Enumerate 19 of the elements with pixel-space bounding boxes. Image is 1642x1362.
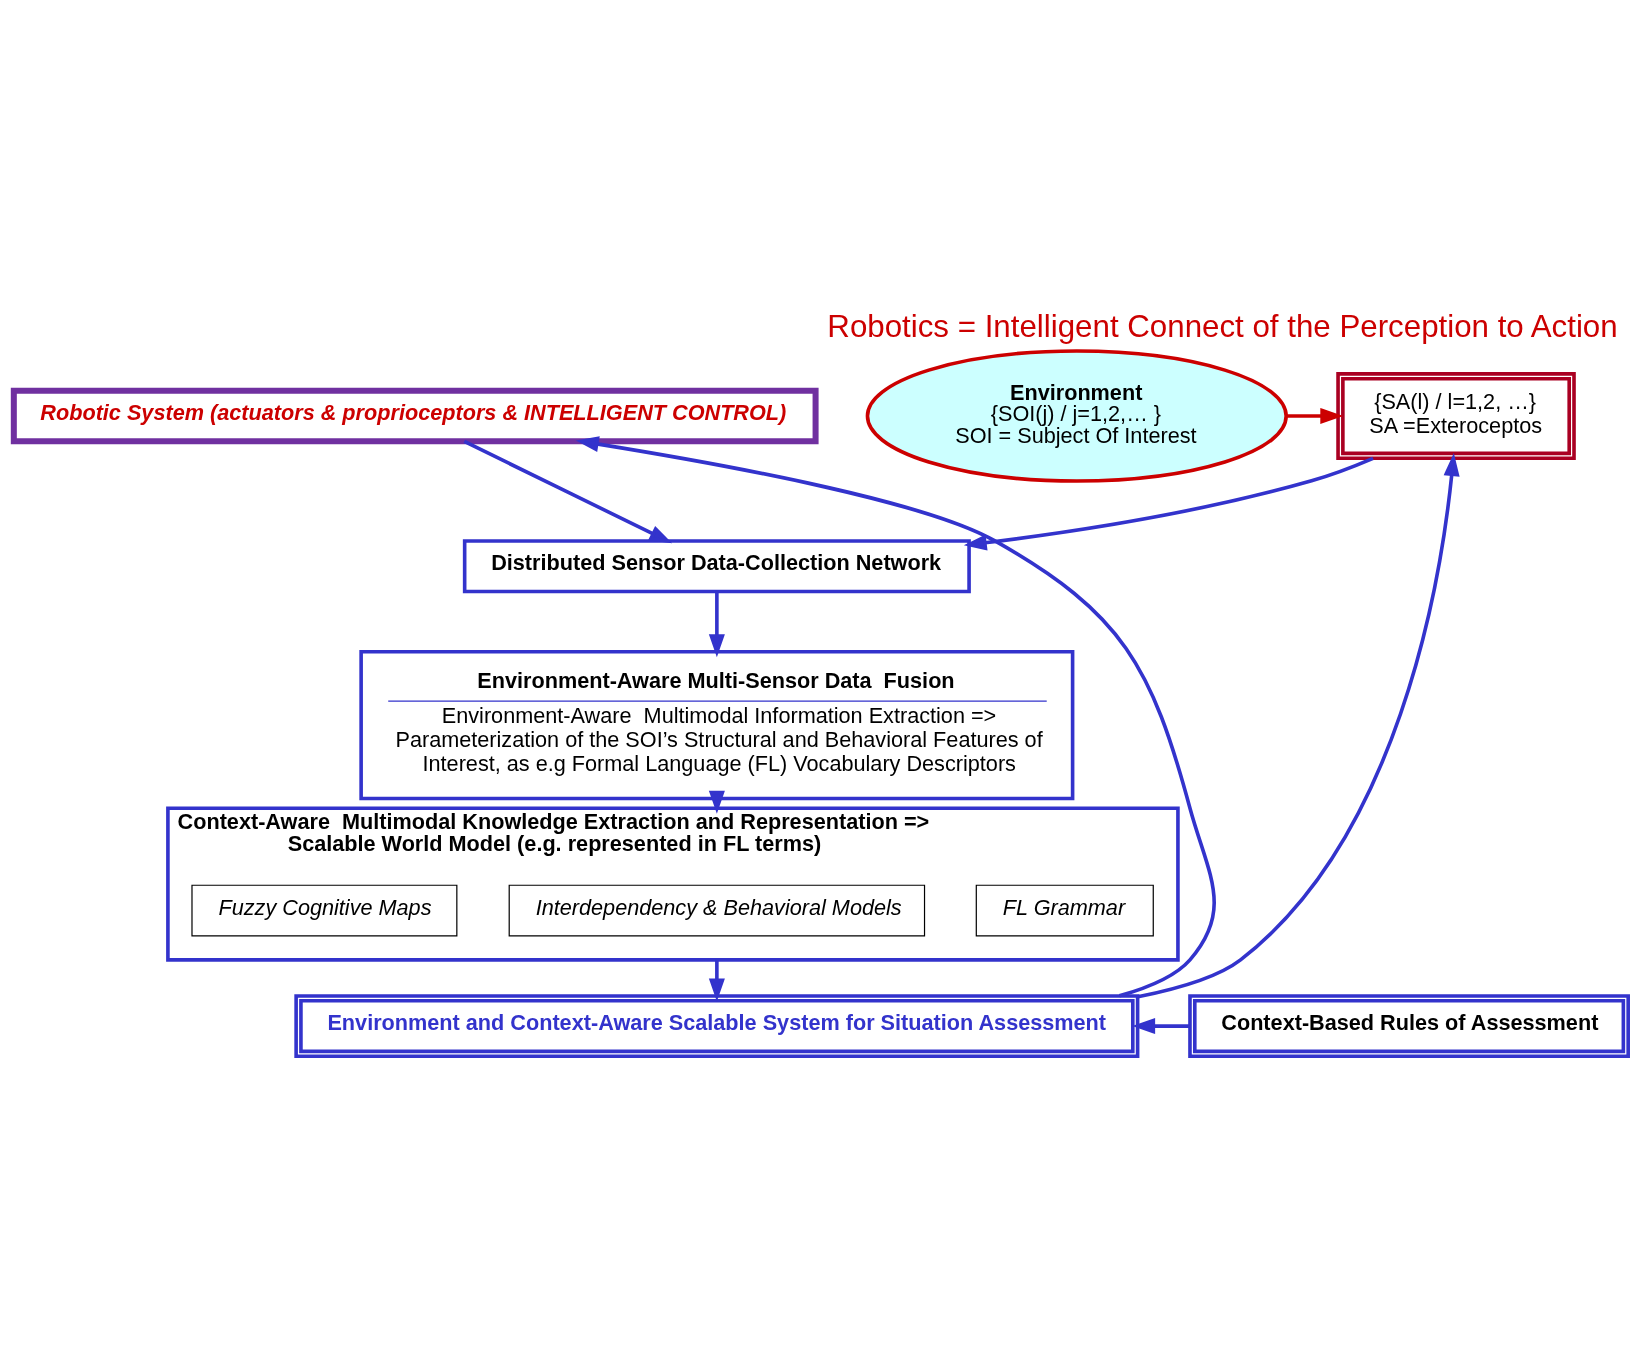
arrow bbox=[575, 435, 1216, 998]
arrow bbox=[1137, 452, 1460, 999]
arrow bbox=[1132, 1017, 1190, 1034]
node-box: Environment and Context-Aware Scalable System for Situation Assessment bbox=[294, 993, 1140, 1058]
node-box: Interdependency & Behavioral Models bbox=[508, 884, 926, 936]
node-box: Fuzzy Cognitive Maps bbox=[191, 884, 458, 936]
node-box: FL Grammar bbox=[975, 884, 1154, 936]
arrow bbox=[708, 959, 725, 1001]
arrow bbox=[963, 456, 1374, 551]
diagram-title: Robotics = Intelligent Connect of the Perception to Action bbox=[827, 308, 1618, 344]
node-box: Context-Based Rules of Assessment bbox=[1188, 993, 1630, 1058]
arrow bbox=[708, 790, 725, 814]
node-box: Robotic System (actuators & proprioceptors & INTELLIGENT CONTROL) bbox=[10, 387, 819, 444]
node-ellipse: Environment {SOI(j) / j=1,2,… } SOI = Subject Of Interest bbox=[865, 348, 1288, 483]
arrow bbox=[463, 439, 673, 543]
arrow bbox=[1286, 407, 1344, 424]
node-box: {SA(l) / l=1,2, …} SA =Exteroceptos bbox=[1336, 371, 1576, 460]
arrow bbox=[708, 591, 725, 657]
node-box: Distributed Sensor Data-Collection Network bbox=[462, 538, 971, 593]
